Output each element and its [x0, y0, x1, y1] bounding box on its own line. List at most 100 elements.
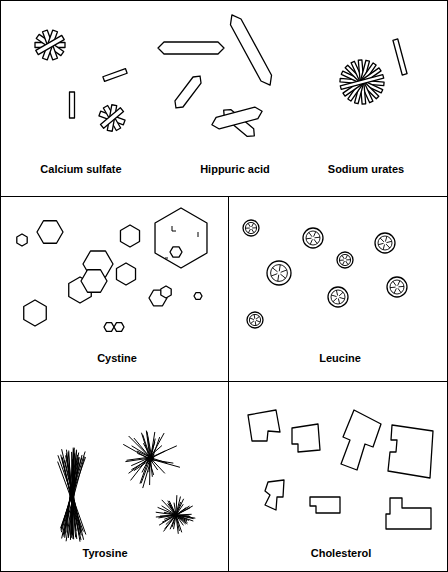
hexagonal-plate: [37, 221, 63, 244]
cholesterol-plate: [388, 425, 433, 478]
hexagonal-prism: [230, 15, 271, 85]
radial-striation: [378, 243, 383, 244]
radial-striation: [245, 228, 249, 229]
radial-striation: [252, 227, 256, 228]
spheroid-ring: [390, 280, 404, 294]
radial-striation: [250, 318, 254, 320]
radial-striation: [252, 223, 254, 227]
leucine-crystals: [243, 220, 407, 328]
cystine-crystals: [17, 208, 207, 331]
hexagonal-plate: [24, 300, 47, 326]
hexagonal-plate: [116, 263, 135, 285]
tyrosine-needle: [64, 453, 79, 534]
cholesterol-crystals: [248, 410, 433, 529]
radial-striation: [380, 238, 384, 242]
tyrosine-needle: [148, 458, 180, 467]
spheroid-outer: [375, 233, 395, 253]
tyrosine-needle: [60, 457, 85, 528]
prism-crystal: [70, 92, 75, 118]
crystal-label: Sodium urates: [328, 163, 404, 175]
crystal-label: Tyrosine: [82, 547, 127, 559]
spheroid-ring: [245, 222, 256, 233]
crystal-panel: Leucine: [228, 196, 448, 382]
prism-crystal: [100, 108, 123, 129]
spheroid-outer: [267, 261, 291, 285]
needle-prism: [340, 75, 383, 90]
radial-striation: [390, 287, 395, 289]
tyrosine-needle: [176, 495, 178, 515]
spheroid-ring: [306, 231, 320, 245]
radial-striation: [314, 237, 319, 239]
tyrosine-needle: [164, 515, 176, 531]
radial-striation: [272, 268, 277, 272]
tyrosine-needle: [142, 457, 150, 472]
radial-striation: [339, 297, 344, 299]
hexagonal-plate: [194, 293, 202, 300]
radial-striation: [254, 314, 256, 318]
crystal-label: Cystine: [97, 352, 137, 364]
prism-crystal: [36, 35, 64, 54]
radial-striation: [346, 261, 348, 265]
radial-striation: [346, 255, 348, 259]
spheroid-ring: [331, 290, 345, 304]
spheroid-outer: [247, 312, 263, 328]
radial-striation: [342, 255, 344, 259]
hexagonal-plate: [17, 234, 27, 246]
tyrosine-needle: [176, 515, 189, 520]
hexagonal-plate: [104, 323, 114, 332]
radial-striation: [342, 261, 344, 265]
hexagonal-prism: [175, 76, 201, 108]
radial-striation: [339, 260, 343, 261]
radial-striation: [280, 274, 285, 278]
radial-striation: [336, 290, 337, 295]
radial-striation: [386, 244, 390, 248]
radial-striation: [256, 316, 259, 319]
radial-striation: [314, 232, 316, 237]
plate-marking: [165, 258, 168, 259]
crystal-label: Cholesterol: [311, 547, 372, 559]
radial-striation: [248, 229, 250, 233]
crystal-label: Leucine: [319, 352, 361, 364]
radial-striation: [333, 298, 337, 302]
hexagonal-plate: [81, 270, 107, 293]
radial-striation: [385, 236, 387, 241]
spheroid-outer: [328, 287, 348, 307]
radial-striation: [255, 321, 257, 325]
hexagonal-plate: [114, 323, 124, 332]
radial-striation: [398, 281, 400, 286]
radial-striation: [281, 270, 287, 272]
radial-striation: [398, 286, 403, 288]
hexagonal-prism: [158, 42, 224, 54]
tyrosine-needle: [176, 515, 178, 534]
tyrosine-needle: [176, 515, 193, 521]
radial-striation: [309, 232, 312, 236]
radial-striation: [346, 259, 350, 260]
tyrosine-needle: [158, 515, 176, 518]
hexagonal-prism: [212, 107, 262, 129]
hippuric-acid-crystals: [158, 15, 272, 137]
radial-striation: [393, 281, 396, 285]
spheroid-ring: [271, 265, 288, 282]
spheroid-outer: [387, 277, 407, 297]
cholesterol-plate: [292, 424, 320, 452]
radial-striation: [383, 244, 385, 249]
crystal-label: Calcium sulfate: [40, 163, 121, 175]
radial-striation: [386, 241, 391, 242]
radial-striation: [394, 288, 396, 293]
radial-striation: [306, 238, 311, 240]
radial-striation: [256, 320, 260, 322]
spheroid-outer: [243, 220, 259, 236]
tyrosine-crystals: [58, 431, 196, 542]
radial-striation: [398, 288, 401, 292]
radial-striation: [310, 239, 312, 244]
cholesterol-plate: [310, 497, 340, 513]
spheroid-ring: [378, 236, 392, 250]
tyrosine-needle: [141, 433, 150, 460]
calcium-sulfate-crystals: [35, 30, 127, 131]
tyrosine-needle: [162, 500, 176, 515]
radial-striation: [251, 321, 254, 324]
